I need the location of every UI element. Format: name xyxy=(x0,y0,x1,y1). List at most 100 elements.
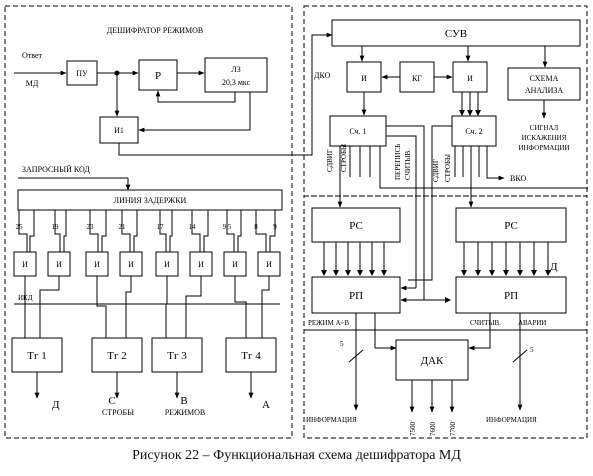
arrowhead xyxy=(467,110,473,116)
rewrite-label: ПЕРЕПИСЬ xyxy=(394,144,402,180)
distortion-signal-label-2: ИСКАЖЕНИЯ xyxy=(522,134,567,142)
d-mark: Д xyxy=(550,261,558,273)
and-right-label: И xyxy=(467,74,473,83)
and-gate-label: И xyxy=(56,260,62,269)
counter-1-label: Сч. 1 xyxy=(349,127,366,136)
i1-to-suv-line xyxy=(118,32,333,156)
gate-to-trigger-wires xyxy=(14,276,280,338)
mode-decoder-title: ДЕШИФРАТОР РЕЖИМОВ xyxy=(107,26,204,35)
mode-ab-label: РЕЖИМ А÷В xyxy=(308,319,349,327)
trigger-label: Тг 3 xyxy=(167,350,187,362)
arrowhead xyxy=(475,110,481,116)
rp-right-to-dak xyxy=(468,313,491,351)
and-gate-label: И xyxy=(22,260,28,269)
request-code-label: ЗАПРОСНЫЙ КОД xyxy=(22,165,90,174)
bus-right-width: 5 xyxy=(530,346,534,354)
trigger-label: Тг 1 xyxy=(27,350,46,362)
output-strobes-label: СТРОБЫ xyxy=(102,408,134,417)
tap-wires xyxy=(18,210,276,252)
counter-2-output-wires xyxy=(454,146,488,177)
output-d-label: Д xyxy=(52,399,60,411)
parallel-register-left xyxy=(311,276,401,314)
counter-cross-wires xyxy=(379,125,588,301)
kg-label: КГ xyxy=(412,74,422,83)
shift-register-left-label: РС xyxy=(349,220,363,232)
parallel-register-left-label: РП xyxy=(349,290,363,302)
trigger-block xyxy=(91,337,143,373)
rs-right-to-rp-wires xyxy=(463,242,549,275)
analysis-label-2: АНАЛИЗА xyxy=(525,86,564,95)
upper-right-frame xyxy=(303,5,588,197)
output-c-label: С xyxy=(108,395,115,407)
output-b-label: В xyxy=(180,395,187,407)
distortion-signal-label: СИГНАЛ xyxy=(530,124,559,132)
rs-left-to-rp-wires xyxy=(323,242,385,275)
i1-label: И1 xyxy=(114,126,124,135)
code-7500-label: 7500 xyxy=(409,422,417,437)
info-right-label: ИНФОРМАЦИЯ xyxy=(486,416,537,424)
counter-2-block xyxy=(451,115,497,147)
dko-label: ДКО xyxy=(314,71,331,80)
bus-left-width: 5 xyxy=(340,340,344,348)
shift-register-right xyxy=(455,207,567,243)
response-md-label-2: МД xyxy=(26,79,39,88)
lz-to-i1-line xyxy=(138,92,251,133)
readout-vertical-label: СЧИТЫВ. xyxy=(404,149,412,180)
readout-label: СЧИТЫВ. xyxy=(470,319,501,327)
and-gates-row: И И И И И И И И xyxy=(13,251,281,277)
and-left-label: И xyxy=(361,74,367,83)
analysis-label: СХЕМА xyxy=(530,74,559,83)
trigger-label: Тг 4 xyxy=(241,350,261,362)
shift-register-left xyxy=(311,207,401,243)
lower-right-frame xyxy=(303,195,588,439)
and-gate-label: И xyxy=(266,260,272,269)
info-left-label: ИНФОРМАЦИЯ xyxy=(306,416,357,424)
delay-line-block xyxy=(17,189,283,211)
counter-2-label: Сч. 2 xyxy=(465,127,482,136)
counter-2-to-vko xyxy=(486,160,505,181)
lz-delay-label: 20,3 мкс xyxy=(222,78,251,87)
and-gate-label: И xyxy=(198,260,204,269)
dak-block xyxy=(395,339,469,381)
lz-feedback-line xyxy=(155,90,236,103)
distortion-signal-label-3: ИНФОРМАЦИИ xyxy=(518,144,569,152)
triggers-row: Тг 1 Тг 2 Тг 3 Тг 4 xyxy=(11,337,277,373)
parallel-register-right-label: РП xyxy=(504,290,518,302)
dak-label: ДАК xyxy=(421,355,444,367)
shift-right-label: СДВИГ xyxy=(432,159,440,182)
output-a-label: А xyxy=(262,399,270,411)
delay-taps: 25 19 23 21 17 14 9,5 8 9 xyxy=(16,210,277,252)
bus-right-slash xyxy=(512,349,528,363)
strobes-right-label: СТРОБЫ xyxy=(444,154,452,182)
mode-decoder-panel: ДЕШИФРАТОР РЕЖИМОВ Ответ МД ПУ Р ЛЗ 20,3… xyxy=(4,5,333,439)
arrowhead xyxy=(459,110,465,116)
figure-caption: Рисунок 22 – Функциональная схема дешифр… xyxy=(132,448,461,463)
pu-label: ПУ xyxy=(76,69,88,78)
vko-label: ВКО xyxy=(510,174,526,183)
lz-block xyxy=(204,57,268,93)
counter-1-block xyxy=(329,115,387,147)
output-modes-label: РЕЖИМОВ xyxy=(165,408,206,417)
decoder-functional-diagram: ДЕШИФРАТОР РЕЖИМОВ Ответ МД ПУ Р ЛЗ 20,3… xyxy=(4,5,588,439)
and-gate-label: И xyxy=(128,260,134,269)
analysis-block xyxy=(507,67,581,101)
parallel-register-right xyxy=(455,276,567,314)
response-md-label: Ответ xyxy=(22,51,43,60)
suv-block xyxy=(331,19,581,47)
failures-label: АВАРИИ xyxy=(518,319,546,327)
counter-1-output-wires xyxy=(339,146,381,177)
strobes-left-label: СТРОБЫ xyxy=(340,144,348,172)
suv-label: СУВ xyxy=(445,28,467,40)
r-block xyxy=(138,59,178,91)
r-label: Р xyxy=(155,70,161,82)
rs-to-rp-arrowheads xyxy=(321,270,551,276)
delay-line-label: ЛИНИЯ ЗАДЕРЖКИ xyxy=(114,196,187,205)
and-gate-label: И xyxy=(164,260,170,269)
arrowhead xyxy=(445,297,451,303)
and-gate-label: И xyxy=(232,260,238,269)
shift-left-label: СДВИГ xyxy=(326,149,334,172)
and-gate-label: И xyxy=(94,260,100,269)
code-7600-label: 7600 xyxy=(429,422,437,437)
response-processing-panel: СУВ ДКО И КГ И СХЕМА АНАЛИЗА СИГНАЛ ИСКА… xyxy=(303,5,588,439)
shift-register-right-label: РС xyxy=(504,220,518,232)
